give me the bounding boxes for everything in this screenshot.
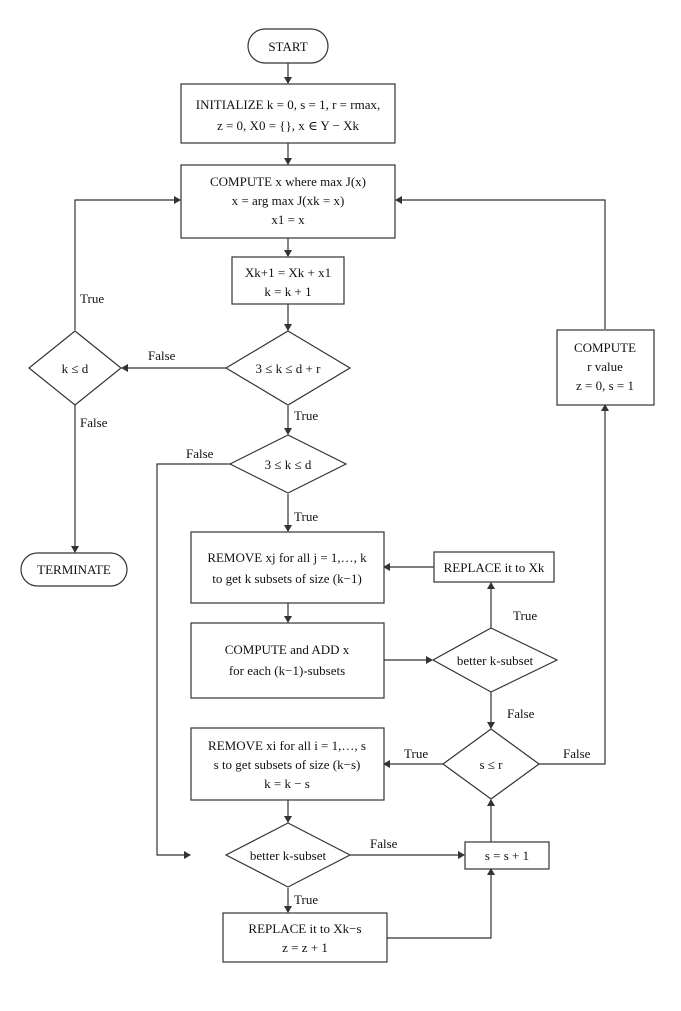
start-node: START xyxy=(247,28,329,64)
arrowhead xyxy=(601,404,609,411)
label-range-false: False xyxy=(148,348,176,363)
arrowhead xyxy=(284,324,292,331)
arrowhead xyxy=(174,196,181,204)
arrowhead xyxy=(284,906,292,913)
arrowhead xyxy=(284,77,292,84)
compute-add-line-2: for each (k−1)-subsets xyxy=(229,663,345,678)
remove-i-line-3: k = k − s xyxy=(264,776,310,791)
s-increment-label: s = s + 1 xyxy=(485,848,529,863)
connectors xyxy=(74,63,606,939)
better-subset-1-label: better k-subset xyxy=(457,653,534,668)
compute-r-line-3: z = 0, s = 1 xyxy=(576,378,634,393)
range-decision: 3 ≤ k ≤ d + r xyxy=(224,330,352,406)
label-better2-false: False xyxy=(370,836,398,851)
better-subset-2-label: better k-subset xyxy=(250,848,327,863)
compute-x-line-1: COMPUTE x where max J(x) xyxy=(210,174,366,189)
arrowhead xyxy=(71,546,79,553)
range2-decision-label: 3 ≤ k ≤ d xyxy=(265,457,312,472)
arrowheads xyxy=(71,77,609,913)
arrowhead xyxy=(284,250,292,257)
initialize-line-1: INITIALIZE k = 0, s = 1, r = rmax, xyxy=(196,97,380,112)
arrowhead xyxy=(487,868,495,875)
arrowhead xyxy=(487,799,495,806)
arrowhead xyxy=(487,722,495,729)
arrowhead xyxy=(284,158,292,165)
arrowhead xyxy=(284,816,292,823)
arrowhead xyxy=(284,428,292,435)
label-range-true: True xyxy=(294,408,318,423)
range2-decision: 3 ≤ k ≤ d xyxy=(228,434,348,494)
update-line-1: Xk+1 = Xk + x1 xyxy=(245,265,331,280)
compute-r-box: COMPUTE r value z = 0, s = 1 xyxy=(556,329,655,406)
arrowhead xyxy=(383,760,390,768)
arrowhead xyxy=(426,656,433,664)
arrowhead xyxy=(383,563,390,571)
remove-i-line-1: REMOVE xi for all i = 1,…, s xyxy=(208,738,366,753)
arrowhead xyxy=(458,851,465,859)
update-box: Xk+1 = Xk + x1 k = k + 1 xyxy=(231,256,345,305)
label-sr-true: True xyxy=(404,746,428,761)
arrowhead xyxy=(487,582,495,589)
s-le-r-decision: s ≤ r xyxy=(441,728,541,800)
update-line-2: k = k + 1 xyxy=(264,284,311,299)
remove-j-box: REMOVE xj for all j = 1,…, k to get k su… xyxy=(190,531,385,604)
edge-sr-computer xyxy=(539,405,606,765)
label-better2-true: True xyxy=(294,892,318,907)
replace-k-box: REPLACE it to Xk xyxy=(433,551,555,583)
better-subset-decision-2: better k-subset xyxy=(224,822,352,888)
initialize-line-2: z = 0, X0 = {}, x ∈ Y − Xk xyxy=(217,118,360,133)
edge-labels: False True False True False True True Fa… xyxy=(80,291,591,907)
k-le-d-decision: k ≤ d xyxy=(28,330,122,406)
arrowhead xyxy=(284,525,292,532)
label-better1-true: True xyxy=(513,608,537,623)
edge-kd-compute xyxy=(74,199,180,330)
arrowhead xyxy=(184,851,191,859)
compute-x-box: COMPUTE x where max J(x) x = arg max J(x… xyxy=(180,164,396,239)
compute-add-line-1: COMPUTE and ADD x xyxy=(225,642,350,657)
label-kd-false: False xyxy=(80,415,108,430)
arrowhead xyxy=(395,196,402,204)
edge-replaceks-sinc xyxy=(387,869,492,939)
label-kd-true: True xyxy=(80,291,104,306)
start-label: START xyxy=(268,39,307,54)
compute-x-line-2: x = arg max J(xk = x) xyxy=(232,193,345,208)
edge-computer-compute xyxy=(396,199,606,329)
arrowhead xyxy=(284,616,292,623)
replace-ks-line-2: z = z + 1 xyxy=(282,940,328,955)
range-decision-label: 3 ≤ k ≤ d + r xyxy=(256,361,322,376)
remove-j-line-1: REMOVE xj for all j = 1,…, k xyxy=(207,550,367,565)
label-better1-false: False xyxy=(507,706,535,721)
terminate-label: TERMINATE xyxy=(37,562,111,577)
remove-i-box: REMOVE xi for all i = 1,…, s s to get su… xyxy=(190,727,385,801)
compute-r-line-2: r value xyxy=(587,359,623,374)
compute-add-box: COMPUTE and ADD x for each (k−1)-subsets xyxy=(190,622,385,699)
replace-ks-line-1: REPLACE it to Xk−s xyxy=(248,921,361,936)
terminate-node: TERMINATE xyxy=(20,552,128,587)
label-range2-false: False xyxy=(186,446,214,461)
edge-range2-removei xyxy=(156,463,231,856)
s-le-r-label: s ≤ r xyxy=(479,757,503,772)
label-sr-false: False xyxy=(563,746,591,761)
k-le-d-label: k ≤ d xyxy=(62,361,89,376)
remove-i-line-2: s to get subsets of size (k−s) xyxy=(214,757,361,772)
replace-k-label: REPLACE it to Xk xyxy=(444,560,545,575)
remove-j-line-2: to get k subsets of size (k−1) xyxy=(212,571,362,586)
initialize-box: INITIALIZE k = 0, s = 1, r = rmax, z = 0… xyxy=(180,83,396,144)
compute-x-line-3: x1 = x xyxy=(271,212,305,227)
label-range2-true: True xyxy=(294,509,318,524)
arrowhead xyxy=(121,364,128,372)
replace-ks-box: REPLACE it to Xk−s z = z + 1 xyxy=(222,912,388,963)
s-increment-box: s = s + 1 xyxy=(464,841,550,870)
better-subset-decision-1: better k-subset xyxy=(431,627,559,693)
compute-r-line-1: COMPUTE xyxy=(574,340,636,355)
